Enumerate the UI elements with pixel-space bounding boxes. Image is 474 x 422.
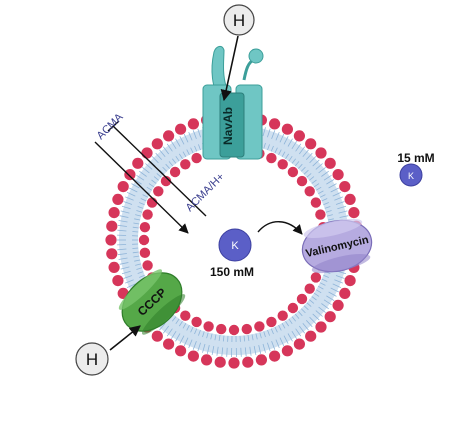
lipid-head (305, 284, 315, 294)
lipid-head (339, 181, 350, 192)
lipid-head (112, 275, 123, 286)
lipid-head (297, 176, 307, 186)
proton-top-label: H (233, 11, 245, 30)
lipid-head (142, 209, 152, 219)
lipid-head (333, 300, 344, 311)
lipid-head (325, 311, 336, 322)
lipid-head (315, 209, 325, 219)
lipid-tail (132, 248, 138, 249)
lipid-head (175, 124, 186, 135)
lipid-head (315, 147, 326, 158)
lipid-head (215, 357, 226, 368)
lipid-head (124, 169, 135, 180)
potassium-outside: 15 mM K (397, 151, 434, 186)
lipid-head (216, 324, 226, 334)
lipid-head (140, 248, 150, 258)
lipid-head (147, 197, 157, 207)
lipid-head (311, 272, 321, 282)
lipid-head (242, 357, 253, 368)
lipid-head (180, 311, 190, 321)
navab-loop (244, 60, 254, 80)
proton-top: H (224, 5, 254, 35)
lipid-tail (227, 348, 228, 357)
potassium-outside-label: K (408, 171, 414, 181)
lipid-head (188, 118, 199, 129)
lipid-head (105, 234, 116, 245)
lipid-head (333, 169, 344, 180)
potassium-inside-concentration: 150 mM (210, 265, 254, 279)
lipid-head (132, 158, 143, 169)
lipid-head (325, 158, 336, 169)
lipid-head (152, 331, 163, 342)
lipid-head (305, 331, 316, 342)
lipid-head (254, 321, 264, 331)
lipid-head (305, 186, 315, 196)
lipid-head (311, 197, 321, 207)
lipid-head (294, 130, 305, 141)
lipid-head (339, 288, 350, 299)
lipid-head (191, 317, 201, 327)
lipid-head (109, 262, 120, 273)
lipid-head (201, 354, 212, 365)
lipid-head (256, 354, 267, 365)
lipid-head (305, 138, 316, 149)
proton-bottom-label: H (86, 350, 98, 369)
lipid-head (175, 345, 186, 356)
lipid-head (269, 351, 280, 362)
lipid-head (266, 153, 276, 163)
lipid-head (278, 311, 288, 321)
lipid-head (288, 303, 298, 313)
lipid-head (139, 235, 149, 245)
navab-label: NavAb (221, 107, 235, 145)
lipid-head (345, 275, 356, 286)
navab-knob (249, 49, 263, 63)
navab-channel: NavAb (203, 46, 263, 159)
lipid-head (229, 325, 239, 335)
lipid-head (203, 321, 213, 331)
lipid-head (282, 345, 293, 356)
lipid-tail (241, 348, 242, 357)
lipid-tail (132, 232, 138, 233)
acma-label: ACMA (95, 111, 126, 142)
lipid-head (282, 124, 293, 135)
lipid-head (152, 138, 163, 149)
proton-bottom: H (76, 343, 108, 375)
lipid-head (106, 221, 117, 232)
lipid-head (141, 147, 152, 158)
lipid-head (153, 186, 163, 196)
lipid-head (315, 321, 326, 332)
lipid-head (269, 118, 280, 129)
lipid-head (163, 130, 174, 141)
lipid-head (348, 207, 359, 218)
lipid-head (228, 357, 239, 368)
lipid-head (142, 260, 152, 270)
lipid-head (170, 167, 180, 177)
lipid-head (191, 153, 201, 163)
lipid-head (242, 324, 252, 334)
lipid-head (288, 167, 298, 177)
lipid-head (294, 339, 305, 350)
potassium-inside-label: K (231, 240, 239, 252)
proton-cccp-arrow (110, 326, 140, 350)
lipid-head (266, 317, 276, 327)
lipid-head (163, 339, 174, 350)
lipid-head (180, 159, 190, 169)
lipid-head (188, 351, 199, 362)
lipid-head (345, 194, 356, 205)
lipid-head (297, 294, 307, 304)
lipid-head (106, 248, 117, 259)
lipid-head (118, 181, 129, 192)
lipid-head (278, 159, 288, 169)
potassium-outside-concentration: 15 mM (397, 151, 434, 165)
lipid-head (109, 207, 120, 218)
lipid-head (112, 194, 123, 205)
lipid-head (140, 222, 150, 232)
